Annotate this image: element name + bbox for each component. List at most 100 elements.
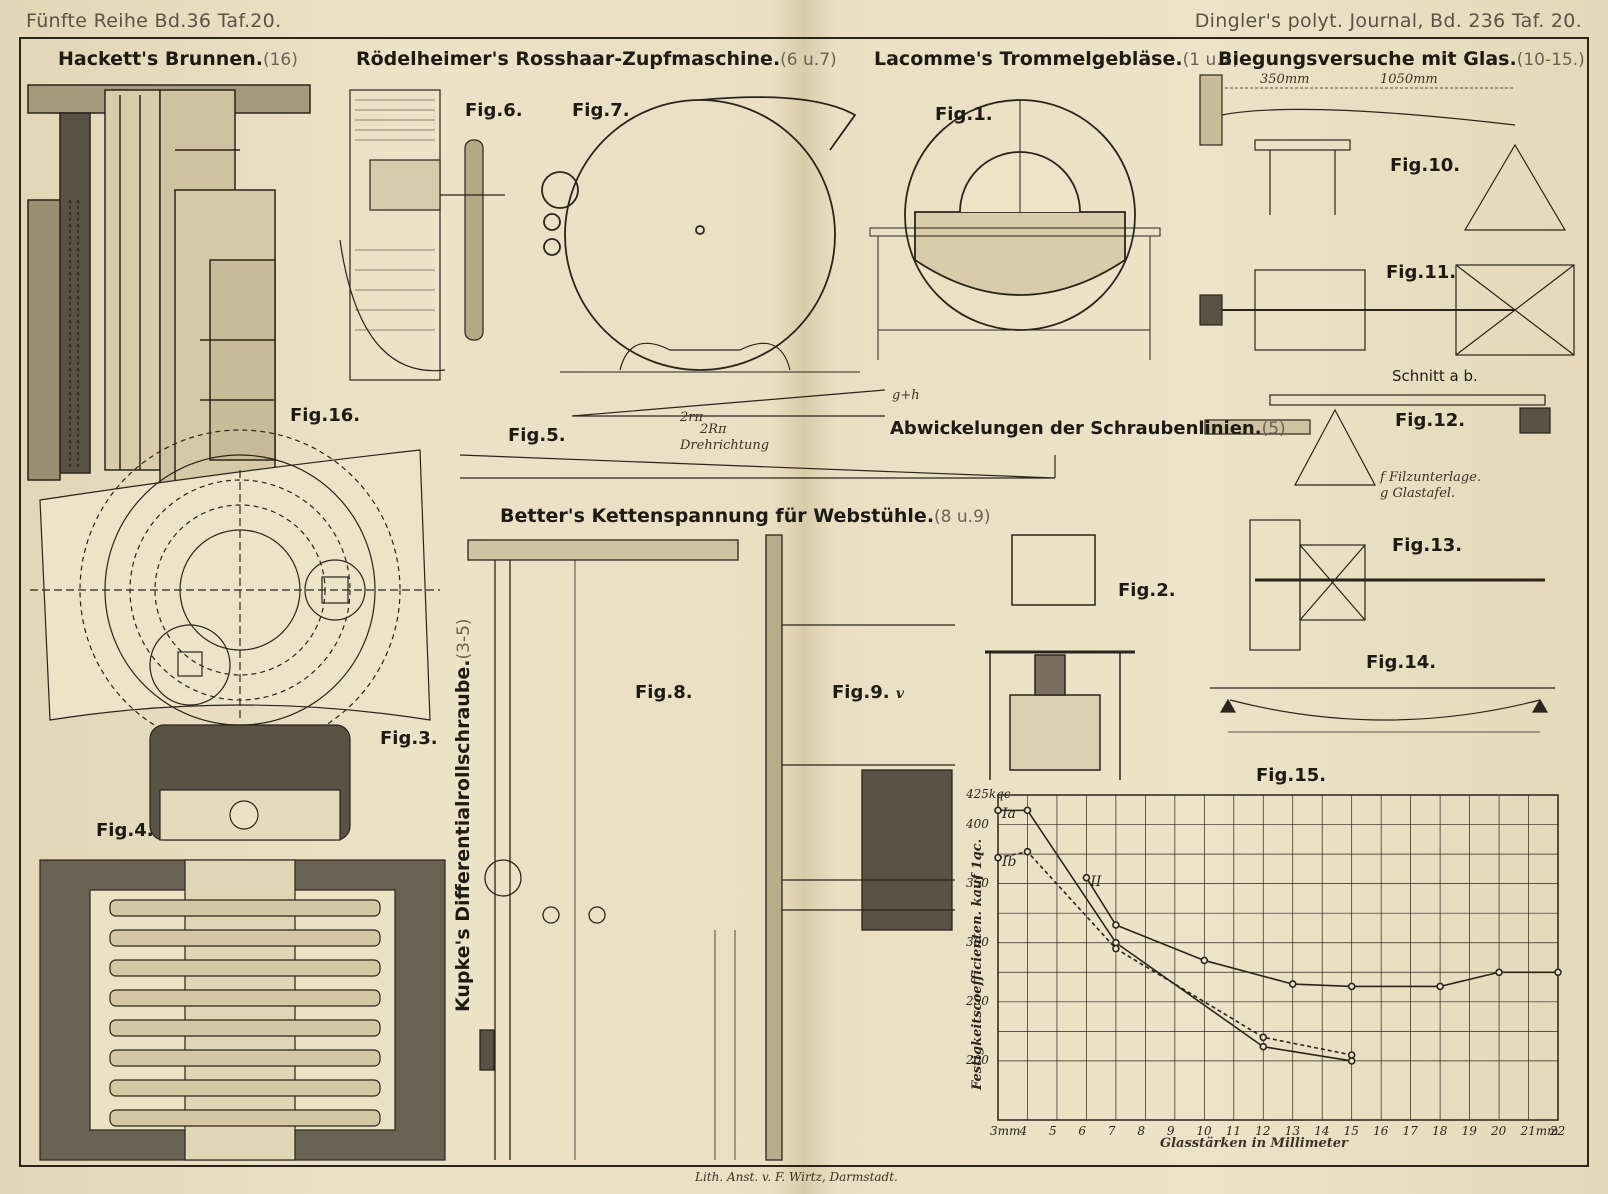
header-right: Dingler's polyt. Journal, Bd. 236 Taf. 2… <box>1194 10 1582 32</box>
fig8-fig9-loom <box>467 534 955 1161</box>
x-tick: 6 <box>1078 1124 1087 1138</box>
x-tick: 12 <box>1255 1124 1271 1138</box>
dim-350: 350mm <box>1260 72 1310 87</box>
title-abwickel: Abwickelungen der Schraubenlinien.(5) <box>890 418 1286 439</box>
x-tick: 20 <box>1491 1124 1507 1138</box>
data-point <box>1112 921 1120 929</box>
fig6-label: Fig.6. <box>465 100 523 121</box>
fig15-chart-frame <box>994 794 1562 1121</box>
data-point <box>1288 980 1297 988</box>
fig1-label: Fig.1. <box>935 104 993 125</box>
x-tick: 5 <box>1048 1124 1057 1138</box>
fig14-label: Fig.14. <box>1366 652 1437 673</box>
fig9-label: Fig.9. v <box>832 682 904 703</box>
fig6-machine <box>339 89 505 381</box>
fig12-section <box>1204 394 1551 486</box>
y-tick: 400 <box>966 816 989 831</box>
imprint: Lith. Anst. v. F. Wirtz, Darmstadt. <box>695 1170 898 1184</box>
fig11-label: Fig.11. <box>1386 262 1457 283</box>
data-point <box>1347 1057 1356 1065</box>
fig13-label: Fig.13. <box>1392 535 1463 556</box>
fig15-label: Fig.15. <box>1256 765 1327 786</box>
data-point <box>1023 847 1032 856</box>
legend-glas: g Glastafel. <box>1380 486 1456 501</box>
title-hackett: Hackett's Brunnen.(16) <box>58 48 298 70</box>
data-point <box>1259 1033 1268 1042</box>
data-point <box>1082 873 1091 882</box>
y-tick: 200 <box>966 1052 989 1067</box>
title-roedelheimer: Rödelheimer's Rosshaar-Zupfmaschine.(6 u… <box>356 48 837 70</box>
title-lacomme: Lacomme's Trommelgebläse.(1 u.2) <box>874 48 1240 70</box>
title-kupke: Kupke's Differentialrollschraube.(3-5) <box>452 618 474 1012</box>
data-point <box>1495 968 1503 977</box>
data-point <box>994 806 1002 815</box>
two-R-pi-label: 2Rπ <box>700 422 727 437</box>
x-tick: 7 <box>1107 1124 1116 1138</box>
drehrichtung-label: Drehrichtung <box>680 438 770 453</box>
data-point <box>1200 956 1209 965</box>
fig7-drum <box>541 96 860 373</box>
data-point <box>1259 1042 1268 1051</box>
y-tick: 425kqc <box>966 787 1011 801</box>
x-tick: 11 <box>1225 1124 1242 1138</box>
x-tick: 15 <box>1343 1124 1359 1138</box>
y-tick: 250 <box>966 993 989 1008</box>
data-point <box>1112 938 1120 947</box>
y-tick: 350 <box>966 875 989 890</box>
fig16-well-drawing <box>27 84 311 491</box>
fig11-plan <box>1199 264 1575 356</box>
fig5-developments <box>459 389 1056 479</box>
x-tick: 19 <box>1461 1124 1477 1138</box>
x-tick: 17 <box>1402 1124 1418 1138</box>
fig4-label: Fig.4. <box>96 820 154 841</box>
fig2-blower-section <box>985 534 1135 780</box>
series-label-Ia: Ia <box>1002 806 1016 823</box>
two-r-pi-label: 2rπ <box>680 410 704 425</box>
x-tick: 21mm <box>1520 1124 1559 1138</box>
x-tick: 3mm <box>990 1124 1021 1138</box>
series-label-Ib: Ib <box>1002 853 1017 870</box>
x-tick: 16 <box>1373 1124 1389 1138</box>
title-biegung: Biegungsversuche mit Glas.(10-15.) <box>1218 48 1585 70</box>
fig10-bending-test <box>1199 74 1567 231</box>
x-tick: 4 <box>1019 1124 1028 1138</box>
dim-1050: 1050mm <box>1380 72 1438 87</box>
x-axis-label: Glasstärken in Millimeter <box>1160 1136 1348 1151</box>
fig4-screw-section <box>39 724 446 1161</box>
y-tick: 300 <box>966 934 989 949</box>
data-point <box>1347 982 1356 991</box>
data-point <box>1554 968 1562 977</box>
data-point <box>1112 944 1120 953</box>
x-tick: 13 <box>1284 1124 1301 1138</box>
plate-border <box>19 37 1589 1167</box>
data-point <box>994 853 1002 862</box>
title-better: Better's Kettenspannung für Webstühle.(8… <box>500 505 991 527</box>
data-point <box>1436 982 1444 991</box>
data-point <box>1023 806 1032 815</box>
fig2-label: Fig.2. <box>1118 580 1176 601</box>
legend-filz: f Filzunterlage. <box>1380 470 1482 485</box>
x-tick: 10 <box>1196 1124 1212 1138</box>
schnitt-ab: Schnitt a b. <box>1392 367 1478 385</box>
x-tick: 8 <box>1137 1124 1145 1138</box>
fig8-label: Fig.8. <box>635 682 693 703</box>
g-plus-h-label: g+h <box>892 388 920 403</box>
fig7-label: Fig.7. <box>572 100 630 121</box>
chart-grid <box>997 795 1559 1120</box>
series-line-II <box>1085 877 1558 988</box>
x-tick: 9 <box>1166 1124 1175 1138</box>
fig13-plan <box>1249 519 1545 651</box>
x-tick: 18 <box>1432 1124 1448 1138</box>
fig14-beam <box>1210 687 1555 733</box>
data-point <box>1347 1051 1356 1059</box>
fig3-label: Fig.3. <box>380 728 438 749</box>
x-tick: 22 <box>1550 1124 1566 1138</box>
fig10-label: Fig.10. <box>1390 155 1461 176</box>
fig3-gear-plan <box>30 429 440 751</box>
chart-series <box>994 806 1562 1065</box>
fig5-label: Fig.5. <box>508 425 566 446</box>
fig1-blower <box>869 99 1161 360</box>
x-tick: 14 <box>1314 1124 1330 1138</box>
fig12-label: Fig.12. <box>1395 410 1466 431</box>
